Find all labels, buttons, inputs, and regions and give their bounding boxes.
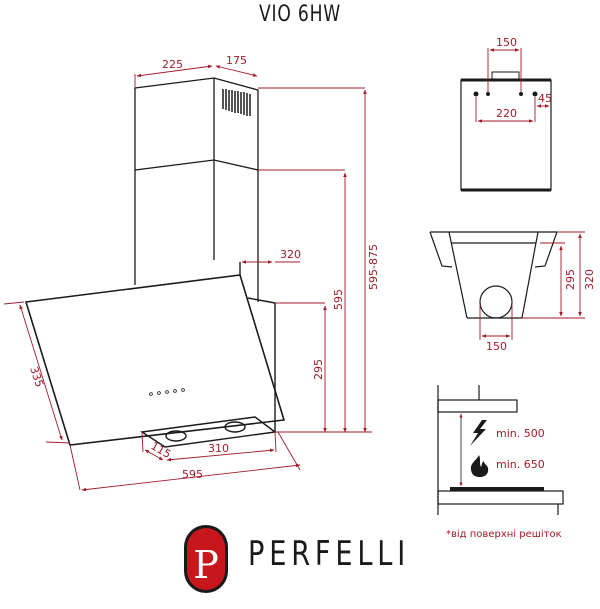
hood-body	[24, 262, 286, 448]
mount-holes	[473, 91, 538, 97]
side-dimensions	[3, 64, 372, 492]
front-view	[429, 231, 558, 319]
dim-body-depth: 320	[280, 248, 301, 261]
dim-outlet-diameter: 150	[486, 340, 507, 353]
control-buttons	[149, 388, 185, 396]
dim-holes-spacing: 220	[496, 107, 517, 120]
chimney-lower	[134, 160, 259, 302]
top-dimensions	[475, 48, 550, 123]
dim-chimney-width: 225	[162, 58, 183, 71]
install-footnote: *від поверхні решіток	[446, 528, 562, 540]
flame-icon	[470, 455, 489, 477]
dim-inner-height: 295	[564, 269, 577, 290]
dim-total-front-height: 320	[583, 269, 596, 290]
vent-slots-icon	[222, 89, 251, 116]
dim-chimney-lower: 595	[332, 289, 345, 310]
install-view	[437, 385, 564, 515]
dim-bottom-depth: 115	[149, 439, 174, 461]
dim-total-height: 595-875	[367, 244, 380, 290]
dim-outlet-width: 150	[496, 36, 517, 49]
chimney-upper	[134, 77, 259, 171]
hob-surface	[450, 487, 544, 491]
dim-bottom-width: 310	[208, 442, 229, 455]
dim-chimney-depth: 175	[226, 54, 247, 67]
dim-glass-height: 335	[27, 365, 46, 389]
model-title: VIO 6HW	[258, 2, 341, 27]
front-dimensions	[479, 231, 585, 340]
top-view	[460, 71, 552, 192]
brand-name: PERFELLI	[248, 534, 411, 574]
electric-min-distance: min. 500	[496, 427, 545, 440]
lightning-icon	[470, 420, 487, 446]
logo-letter: P	[193, 543, 219, 587]
gas-min-distance: min. 650	[496, 458, 545, 471]
dim-body-height: 295	[312, 359, 325, 380]
brand-logo	[184, 525, 228, 593]
dim-total-width: 595	[182, 468, 203, 481]
dim-hole-offset: 45	[538, 92, 552, 105]
